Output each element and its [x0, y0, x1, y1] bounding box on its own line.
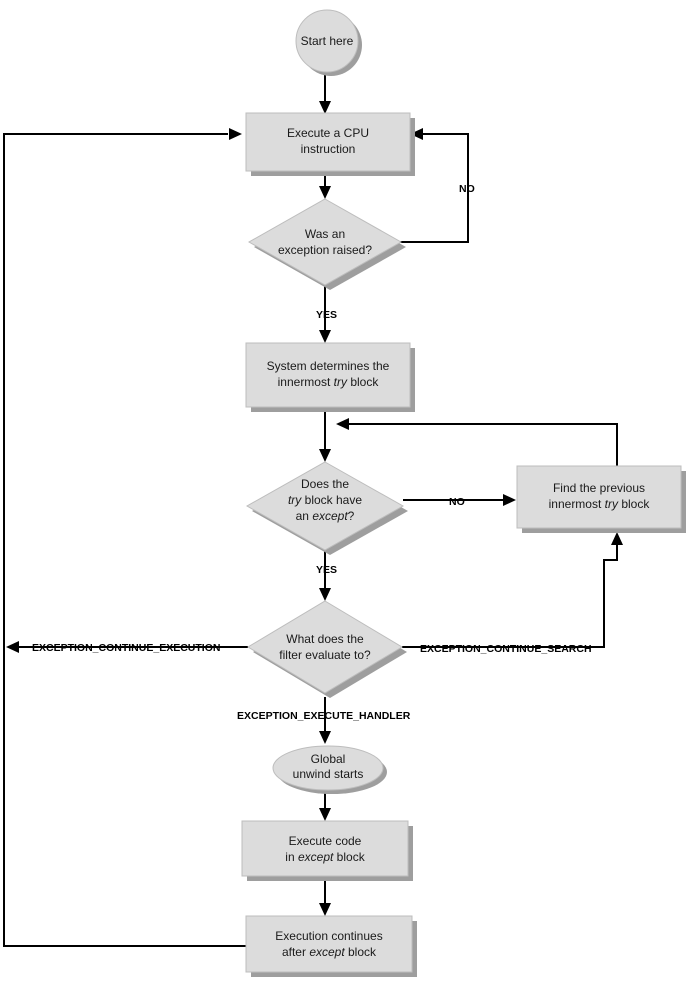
edge-continue-search [402, 543, 618, 648]
svg-text:Execute code: Execute code [289, 834, 362, 848]
arrowhead [319, 449, 331, 462]
edge-label-yes-exception: YES [316, 309, 337, 321]
node-find-previous: Find the previous innermost try block [516, 465, 686, 533]
arrowhead [319, 186, 331, 199]
arrowheads [6, 101, 623, 916]
arrowhead [6, 641, 19, 653]
node-execution-continues: Execution continues after except block [245, 915, 417, 977]
svg-text:instruction: instruction [301, 142, 356, 156]
svg-text:in except block: in except block [285, 850, 365, 864]
node-execute-except: Execute code in except block [241, 820, 413, 881]
edge-label-continue-search: EXCEPTION_CONTINUE_SEARCH [420, 643, 592, 655]
svg-text:try block have: try block have [288, 493, 362, 507]
edge-find-previous-loopback [348, 423, 618, 466]
svg-text:Global: Global [311, 752, 346, 766]
svg-text:Was an: Was an [305, 227, 345, 241]
arrowhead [611, 532, 623, 545]
svg-text:System determines the: System determines the [267, 359, 390, 373]
svg-text:after except block: after except block [282, 945, 377, 959]
edge-no-loop [400, 133, 469, 243]
node-does-try-have-except-decision: Does the try block have an except? [245, 461, 408, 555]
connectors [3, 72, 618, 947]
arrowhead [319, 101, 331, 114]
svg-text:unwind starts: unwind starts [293, 767, 364, 781]
arrowhead [319, 731, 331, 744]
node-determine-try: System determines the innermost try bloc… [245, 342, 415, 412]
edge-label-no-except: NO [449, 496, 465, 508]
svg-text:innermost try block: innermost try block [278, 375, 380, 389]
node-filter-decision: What does the filter evaluate to? [247, 600, 407, 698]
node-was-exception-decision: Was an exception raised? [247, 198, 406, 290]
arrowhead [319, 588, 331, 601]
edge-label-yes-except: YES [316, 564, 337, 576]
node-start-label: Start here [301, 34, 354, 48]
svg-text:Does the: Does the [301, 477, 349, 491]
arrowhead [410, 128, 423, 140]
svg-text:Execution continues: Execution continues [275, 929, 382, 943]
svg-text:What does the: What does the [286, 632, 364, 646]
node-global-unwind: Global unwind starts [272, 745, 387, 794]
arrowhead [229, 128, 242, 140]
arrowhead [336, 418, 349, 430]
edge-label-execute-handler: EXCEPTION_EXECUTE_HANDLER [237, 710, 411, 722]
node-execute-cpu: Execute a CPU instruction [245, 112, 415, 176]
svg-text:exception raised?: exception raised? [278, 243, 372, 257]
node-start: Start here [295, 9, 362, 76]
arrowhead [319, 808, 331, 821]
arrowhead [503, 494, 516, 506]
svg-text:innermost try block: innermost try block [549, 497, 651, 511]
svg-text:filter evaluate to?: filter evaluate to? [279, 648, 371, 662]
svg-text:Execute a CPU: Execute a CPU [287, 126, 369, 140]
edge-label-no-loop: NO [459, 183, 475, 195]
arrowhead [319, 903, 331, 916]
edge-continue-back-to-top [3, 133, 246, 947]
edge-labels: NO YES NO YES EXCEPTION_CONTINUE_EXECUTI… [32, 183, 592, 722]
svg-text:Find the previous: Find the previous [553, 481, 645, 495]
edge-label-continue-execution: EXCEPTION_CONTINUE_EXECUTION [32, 642, 220, 654]
arrowhead [319, 330, 331, 343]
svg-text:an except?: an except? [296, 509, 355, 523]
